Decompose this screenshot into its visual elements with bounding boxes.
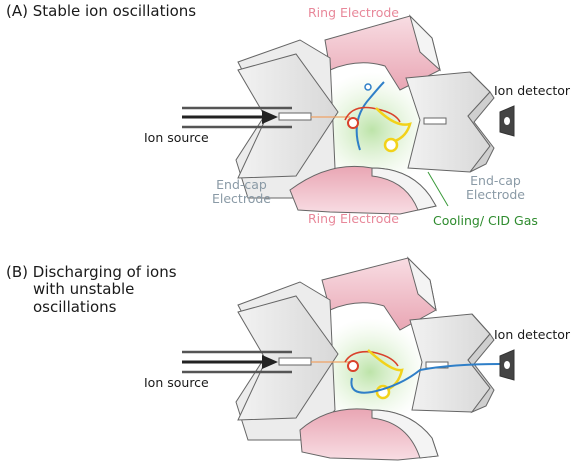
ion-trajectory-red	[344, 106, 401, 123]
panel-a	[182, 14, 515, 215]
ion-source-arrows-b	[182, 350, 292, 374]
ion-detector-label: Ion detector	[494, 83, 571, 98]
ion-trajectory-yellow	[375, 107, 412, 144]
entrance-slot-b	[278, 357, 312, 366]
panel-b	[182, 256, 515, 461]
ion-detector-aperture-b	[504, 361, 510, 369]
ring-electrode-top-label: Ring Electrode	[308, 5, 399, 20]
ion-red	[347, 117, 359, 129]
exit-slot	[423, 117, 447, 125]
ion-source-arrow-head-b	[262, 355, 278, 369]
ion-trajectory-blue	[355, 81, 385, 151]
ion-source-label-b: Ion source	[144, 375, 209, 390]
end-cap-right-label: End-cap Electrode	[466, 173, 525, 203]
ion-source-label: Ion source	[144, 130, 209, 145]
panel-a-title: (A) Stable ion oscillations	[6, 2, 197, 20]
gas-pointer-line	[427, 171, 449, 207]
end-cap-left-label: End-cap Electrode	[212, 177, 271, 207]
ion-source-arrows	[182, 106, 292, 129]
ring-electrode-bottom-label: Ring Electrode	[308, 211, 399, 226]
entrance-slot	[278, 112, 312, 121]
end-cap-right-b	[409, 313, 491, 413]
ion-trajectory-blue-b	[350, 363, 501, 394]
gas-label: Cooling/ CID Gas	[433, 213, 538, 228]
ion-detector-label-b: Ion detector	[494, 327, 571, 342]
ion-detector-aperture	[504, 117, 510, 125]
ion-blue	[364, 83, 372, 91]
ion-yellow	[383, 137, 399, 153]
ion-source-arrow-head	[262, 110, 278, 124]
panel-b-title: (B) Discharging of ions with unstable os…	[6, 263, 177, 316]
gas-glow	[310, 72, 434, 188]
ion-red-b	[347, 360, 359, 372]
gas-glow-b	[312, 318, 428, 426]
